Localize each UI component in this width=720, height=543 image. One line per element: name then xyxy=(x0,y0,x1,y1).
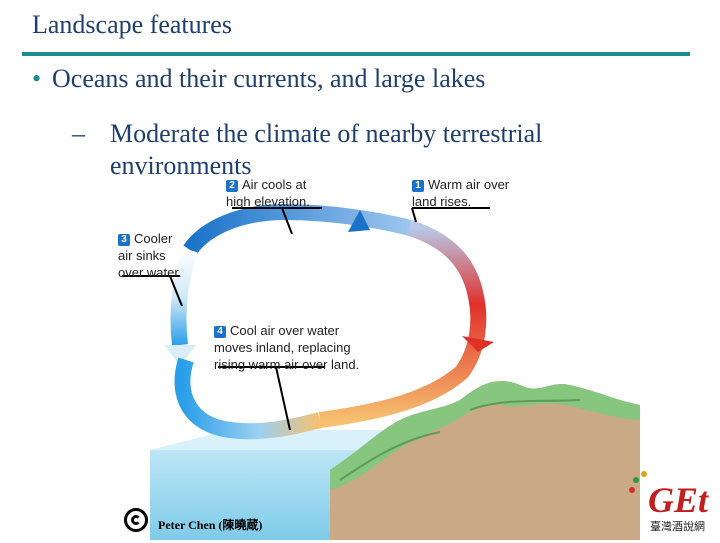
title-divider xyxy=(22,52,690,56)
callout-4-number: 4 xyxy=(214,326,226,338)
callout-2-number: 2 xyxy=(226,180,238,192)
get-logo-mark: GEt 臺灣酒說網 xyxy=(629,471,709,533)
air-circulation-arrows xyxy=(164,203,494,440)
high-altitude-arrow xyxy=(183,203,413,255)
callout-3-number: 3 xyxy=(118,234,130,246)
surface-inland-arrow xyxy=(174,357,323,440)
slide-title: Landscape features xyxy=(32,10,232,39)
sub-bullet-text: Moderate the climate of nearby terrestri… xyxy=(110,119,543,180)
creative-commons-icon xyxy=(124,508,148,532)
callout-1-number: 1 xyxy=(412,180,424,192)
callout-3-text: Cooler air sinks over water. xyxy=(118,231,182,280)
callout-2-text: Air cools at high elevation. xyxy=(226,177,310,209)
bullet-text: Oceans and their currents, and large lak… xyxy=(52,64,486,93)
callout-4-text: Cool air over water moves inland, replac… xyxy=(214,323,360,372)
bullet-marker: • xyxy=(32,64,42,93)
get-logo: GEt 臺灣酒說網 xyxy=(628,468,718,538)
arrowhead-right xyxy=(462,336,494,352)
leader-lines xyxy=(122,207,490,431)
bullet-item: • Oceans and their currents, and large la… xyxy=(32,64,485,94)
logo-subtext: 臺灣酒說網 xyxy=(650,519,705,533)
logo-wordmark: GEt xyxy=(648,480,709,520)
sub-bullet-marker: – xyxy=(72,119,85,148)
sinking-cool-air-arrow xyxy=(170,247,198,346)
arrowhead-top xyxy=(348,210,370,232)
author-credit: Peter Chen (陳曉蔵) xyxy=(158,518,263,532)
land-mass xyxy=(330,380,640,540)
callout-1-text: Warm air over land rises. xyxy=(412,177,510,209)
arrowhead-left xyxy=(164,345,196,366)
